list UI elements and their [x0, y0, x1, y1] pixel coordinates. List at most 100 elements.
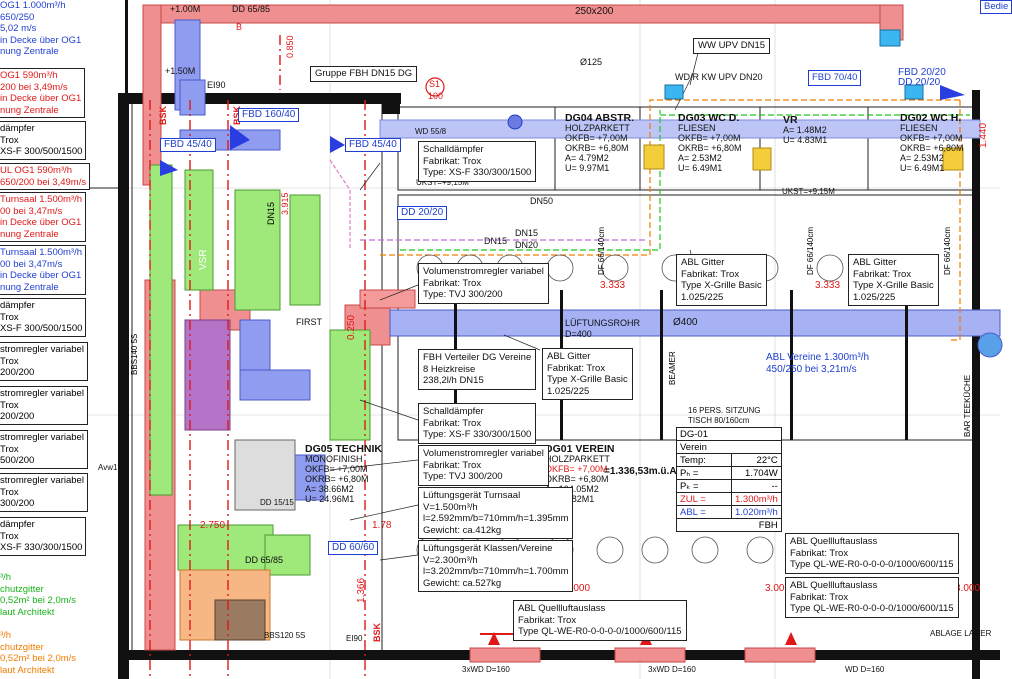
bbs120-label: BBS120 5S: [264, 631, 306, 640]
dim-1440: 1.440: [978, 122, 989, 148]
axis-lines: [149, 35, 366, 679]
yellow-units: [643, 144, 964, 171]
room-dg05: DG05 TECHNIK MONOFINISH OKFB= +7,00M OKR…: [305, 443, 383, 504]
dim-3000-c: 3.000: [955, 583, 981, 594]
table-title: DG-01: [676, 427, 782, 441]
dd-20-20-a: DD 20/20: [898, 77, 941, 88]
supply-grilles: [469, 647, 816, 663]
dim-178: 1.78: [372, 520, 392, 531]
table-footer: FBH: [676, 518, 782, 532]
bsk-label-1: BSK: [158, 105, 168, 125]
dim-3915: 3.915: [280, 192, 290, 215]
table-row: ABL =1.020m³/h: [676, 505, 782, 519]
dn20-label: DN20: [515, 240, 539, 250]
d400-label: D=400: [565, 329, 592, 339]
duct-size-label: 250x200: [575, 6, 614, 17]
ukst-2: UKST=+9,15M: [782, 187, 835, 196]
ei90-label-1: EI90: [207, 80, 226, 90]
dark-unit: [214, 599, 266, 641]
fbd-160-40: FBD 160/40: [238, 108, 300, 122]
abl-vereine-1: ABL Vereine 1.300m³/h: [766, 352, 870, 363]
fbd-45-40-a: FBD 45/40: [160, 138, 216, 152]
avw-label: Avw1: [98, 463, 118, 472]
ahu-unit: [184, 319, 231, 431]
dim-2750: 2.750: [200, 520, 226, 531]
first-label: FIRST: [296, 317, 322, 327]
green-units: [149, 164, 371, 576]
return-ducts: [174, 19, 1003, 501]
table-row: Pₕ =1.704W: [676, 466, 782, 480]
dn15-label-a: DN15: [515, 228, 539, 238]
table-row: Temp:22°C: [676, 453, 782, 467]
bar-teekueche-label: BAR TEEKÜCHE: [963, 374, 972, 437]
table-row: ZUL =1.300m³/h: [676, 492, 782, 506]
gruppe-fbh-box: Gruppe FBH DN15 DG: [310, 66, 418, 82]
lueftungsrohr-label: LÜFTUNGSROHR: [565, 318, 641, 328]
dim-3333-b: 3.333: [815, 280, 841, 291]
abl-vereine-2: 450/250 bei 3,21m/s: [766, 364, 857, 375]
fittings: [664, 29, 924, 100]
dim-0250: 0.250: [346, 314, 357, 340]
dn15-label-b: DN15: [484, 236, 508, 246]
grey-unit: [234, 439, 296, 511]
room-dg04: DG04 ABSTR. HOLZPARKETT OKFB= +7,00M OKR…: [565, 112, 635, 173]
triangle-markers: [160, 85, 965, 176]
dd-label-1: DD 65/85: [232, 4, 271, 14]
walls: [118, 0, 1000, 679]
dim-3000-b: 3.000: [765, 583, 791, 594]
bbs140-label: BBS140 5S: [130, 333, 139, 375]
dg01-height: =1.336,53m.ü.A.: [604, 466, 680, 477]
door-arrows: [480, 632, 797, 645]
dim-0850: 0.850: [285, 35, 295, 58]
elev-label-1: +1.00M: [170, 4, 201, 14]
s1-num: 100: [428, 91, 444, 101]
fixture-icon: [507, 114, 523, 130]
wd-55-8: WD 55/8: [415, 127, 447, 136]
df-label-a: DF 66/140cm: [597, 226, 606, 275]
room-data-table: DG-01 Verein Temp:22°C Pₕ =1.704W Pₖ =--…: [676, 427, 782, 532]
vsr-label: VSR: [198, 249, 209, 270]
dn50-label: DN50: [530, 196, 554, 206]
kw-upv-label: WD/R KW UPV DN20: [675, 72, 763, 82]
ww-upv-box: WW UPV DN15: [693, 38, 771, 54]
dim-1366: 1.366: [356, 577, 367, 603]
wd-160-a: 3xWD D=160: [462, 665, 510, 674]
ukst-1: UKST=+9,15M: [416, 178, 469, 187]
ablage-lager-label: ABLAGE LAGER: [930, 629, 992, 638]
bedie-box: Bedie: [980, 0, 1012, 14]
df-label-b: DF 66/140cm: [806, 226, 815, 275]
room-vr: VR A= 1.48M2 U= 4.83M1: [783, 114, 828, 145]
diameter-125: Ø125: [580, 57, 603, 67]
wd-160-c: WD D=160: [845, 665, 885, 674]
s1-marker: [425, 77, 445, 97]
ei90-label-2: EI90: [346, 634, 363, 643]
dim-3333-a: 3.333: [600, 280, 626, 291]
sitzung-2: TISCH 80/160cm: [688, 416, 750, 425]
fbd-20-20-a: FBD 20/20: [898, 67, 946, 78]
dd-65-85-b: DD 65/85: [245, 555, 284, 565]
dn15-vertical: DN15: [266, 201, 276, 225]
dd-20-20-b: DD 20/20: [397, 206, 448, 220]
